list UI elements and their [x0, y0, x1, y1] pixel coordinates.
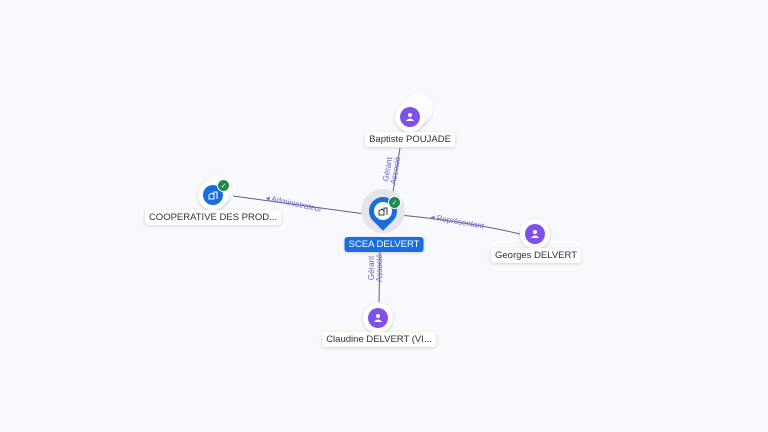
- person-icon: [525, 224, 545, 244]
- person-icon: [368, 308, 388, 328]
- edge-baptiste: [392, 147, 401, 193]
- person-icon: [400, 107, 420, 127]
- verified-icon: ✓: [217, 179, 230, 192]
- node-claudine[interactable]: [363, 303, 393, 333]
- node-label-claudine[interactable]: Claudine DELVERT (VI...: [322, 332, 436, 347]
- node-label-georges[interactable]: Georges DELVERT: [490, 248, 582, 263]
- node-label-cooperative[interactable]: COOPERATIVE DES PROD...: [144, 210, 282, 225]
- building-icon: [374, 202, 392, 220]
- node-cooperative[interactable]: [198, 180, 228, 210]
- node-label-center[interactable]: SCEA DELVERT: [344, 237, 424, 252]
- edge-georges: [399, 214, 521, 235]
- node-label-baptiste[interactable]: Baptiste POUJADE: [365, 132, 455, 147]
- edge-cooperative: [232, 195, 366, 215]
- node-baptiste[interactable]: [395, 102, 425, 132]
- edge-claudine: [378, 251, 381, 303]
- verified-icon: ✓: [388, 196, 401, 209]
- node-georges[interactable]: [520, 219, 550, 249]
